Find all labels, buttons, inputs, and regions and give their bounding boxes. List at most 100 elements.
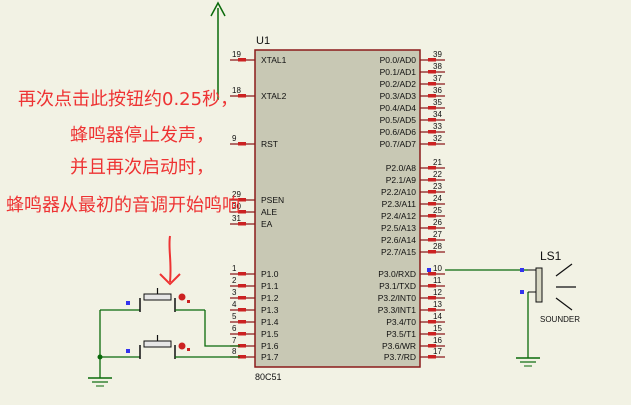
pin-number: 17 — [433, 347, 442, 356]
annotation-line-2: 蜂鸣器停止发声， — [70, 125, 214, 146]
pin-label: RST — [261, 139, 278, 149]
pin-number: 33 — [433, 122, 442, 131]
chip-ref-label: U1 — [256, 35, 270, 47]
pin-number: 6 — [232, 324, 237, 333]
junction-dot-icon — [97, 354, 103, 360]
pin-label: P0.1/AD1 — [380, 67, 417, 77]
pin-number: 29 — [232, 190, 241, 199]
pin-label: P2.5/A13 — [381, 223, 416, 233]
chip-part-label: 80C51 — [255, 372, 282, 382]
speaker-icon[interactable] — [528, 263, 576, 311]
pin-label: P3.1/TXD — [379, 281, 416, 291]
pin-label: P0.0/AD0 — [380, 55, 417, 65]
pin-label: P1.5 — [261, 329, 279, 339]
top-arrow-icon — [210, 1, 226, 17]
annotation-line-4: 蜂鸣器从最初的音调开始鸣响 — [6, 195, 240, 216]
pin-label: XTAL2 — [261, 91, 287, 101]
pin-label: P1.1 — [261, 281, 279, 291]
chip-right-pins: 39P0.0/AD038P0.1/AD137P0.2/AD236P0.3/AD3… — [378, 50, 445, 362]
pin-number: 3 — [232, 288, 237, 297]
pin-number: 39 — [433, 50, 442, 59]
button-1[interactable] — [100, 288, 240, 347]
pin-label: XTAL1 — [261, 55, 287, 65]
chip-pin-p1-0[interactable]: 1P1.0 — [230, 264, 279, 279]
pin-label: P3.2/INT0 — [378, 293, 417, 303]
pin-number: 10 — [433, 264, 442, 273]
pin-number: 38 — [433, 62, 442, 71]
pin-label: P3.4/T0 — [386, 317, 416, 327]
chip-pin-p1-4[interactable]: 5P1.4 — [230, 312, 279, 327]
pin-number: 2 — [232, 276, 237, 285]
pin-number: 4 — [232, 300, 237, 309]
chip-pin-p1-2[interactable]: 3P1.2 — [230, 288, 279, 303]
pin-label: P1.4 — [261, 317, 279, 327]
pin-number: 14 — [433, 312, 442, 321]
pin-label: P1.3 — [261, 305, 279, 315]
pin-label: P2.1/A9 — [386, 175, 417, 185]
annotation-line-1: 再次点击此按钮约0.25秒， — [18, 89, 239, 110]
pin-label: P1.7 — [261, 352, 279, 362]
pin-number: 8 — [232, 347, 237, 356]
pin-number: 12 — [433, 288, 442, 297]
pin-number: 35 — [433, 98, 442, 107]
pin-number: 34 — [433, 110, 442, 119]
pin-label: P3.3/INT1 — [378, 305, 417, 315]
speaker-type-label: SOUNDER — [540, 315, 580, 324]
pin-number: 22 — [433, 170, 442, 179]
pin-label: P0.4/AD4 — [380, 103, 417, 113]
pin-label: P1.6 — [261, 341, 279, 351]
pin-label: P0.3/AD3 — [380, 91, 417, 101]
pin-label: P2.4/A12 — [381, 211, 416, 221]
ground-right-icon — [516, 357, 540, 367]
pin-label: P3.6/WR — [382, 341, 416, 351]
pin-label: P0.7/AD7 — [380, 139, 417, 149]
button-2-node-icon — [126, 349, 130, 353]
pin-label: P0.5/AD5 — [380, 115, 417, 125]
hand-drawn-arrow-icon — [159, 235, 181, 286]
pin-label: P2.6/A14 — [381, 235, 416, 245]
chip-pin-p1-3[interactable]: 4P1.3 — [230, 300, 279, 315]
pin-number: 28 — [433, 242, 442, 251]
chip-body[interactable] — [254, 49, 421, 368]
pin-label: P2.2/A10 — [381, 187, 416, 197]
pin-number: 16 — [433, 336, 442, 345]
button-2[interactable] — [100, 335, 240, 359]
pin-number: 24 — [433, 194, 442, 203]
pin-number: 37 — [433, 74, 442, 83]
pin-label: P3.5/T1 — [386, 329, 416, 339]
chip-pin-p1-5[interactable]: 6P1.5 — [230, 324, 279, 339]
chip-pin-p1-1[interactable]: 2P1.1 — [230, 276, 279, 291]
rxd-node-icon — [427, 268, 431, 272]
